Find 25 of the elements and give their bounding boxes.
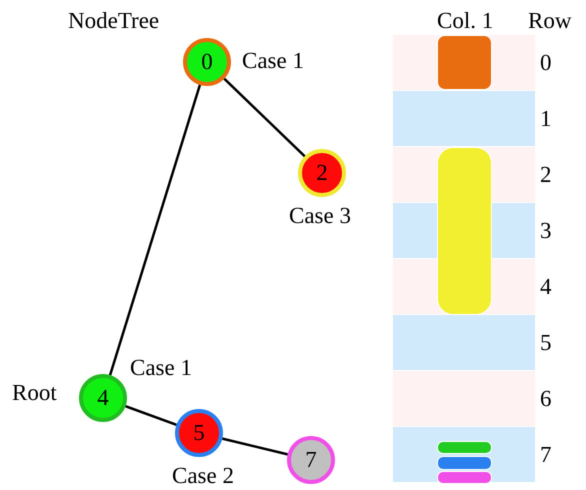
node-caption: Case 1 bbox=[130, 355, 192, 381]
column-header: Col. 1 bbox=[437, 8, 494, 34]
node-caption: Case 2 bbox=[172, 463, 234, 489]
tree-node-circle: 7 bbox=[287, 436, 335, 484]
node-caption: Root bbox=[12, 380, 57, 406]
tree-node-circle: 2 bbox=[298, 149, 346, 197]
row-number: 1 bbox=[540, 106, 552, 132]
row-number: 3 bbox=[540, 218, 552, 244]
node-caption: Case 3 bbox=[289, 203, 351, 229]
tree-node-circle: 0 bbox=[183, 38, 231, 86]
tree-node-circle: 4 bbox=[79, 374, 127, 422]
row-number: 4 bbox=[540, 274, 552, 300]
connector-line bbox=[108, 84, 202, 376]
node-caption: Case 1 bbox=[242, 48, 304, 74]
connector-line bbox=[125, 405, 177, 426]
row-number: 2 bbox=[540, 162, 552, 188]
title-label: NodeTree bbox=[68, 8, 160, 34]
row-number: 5 bbox=[540, 330, 552, 356]
connector-line bbox=[223, 78, 306, 158]
column-header: Row bbox=[528, 8, 572, 34]
row-number: 7 bbox=[540, 442, 552, 468]
connector-line bbox=[222, 437, 288, 456]
tree-node-circle: 5 bbox=[175, 409, 223, 457]
row-number: 0 bbox=[540, 50, 552, 76]
row-number: 6 bbox=[540, 386, 552, 412]
